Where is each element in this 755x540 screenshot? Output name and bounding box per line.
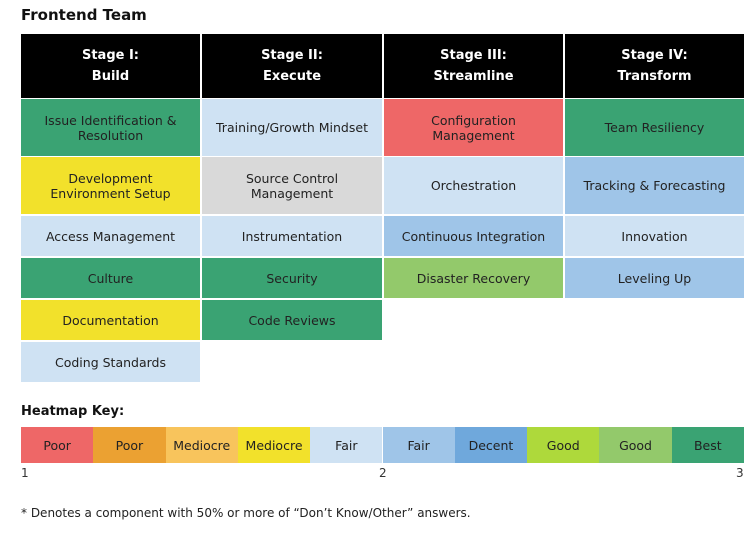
component-cell: Disaster Recovery <box>384 258 563 298</box>
scale-tick-mid: 2 <box>379 466 387 480</box>
key-swatch: Mediocre <box>165 427 238 463</box>
component-cell: Access Management <box>21 216 200 256</box>
key-swatch: Decent <box>454 427 528 463</box>
component-cell: Team Resiliency <box>565 99 744 156</box>
stage-name: Build <box>91 69 130 84</box>
component-cell: Issue Identification & Resolution <box>21 99 200 156</box>
component-cell: Continuous Integration <box>384 216 563 256</box>
key-swatch: Fair <box>310 427 383 463</box>
component-cell: Security <box>202 258 382 298</box>
stage-number: Stage IV: <box>621 48 688 63</box>
stage-header-build: Stage I: Build <box>21 34 200 98</box>
component-cell: Leveling Up <box>565 258 744 298</box>
component-cell: Training/Growth Mindset <box>202 99 382 156</box>
key-swatch: Poor <box>21 427 94 463</box>
key-swatch: Mediocre <box>237 427 311 463</box>
component-cell: Orchestration <box>384 157 563 214</box>
component-cell: Culture <box>21 258 200 298</box>
component-cell: Code Reviews <box>202 300 382 340</box>
scale-tick-min: 1 <box>21 466 29 480</box>
stage-header-streamline: Stage III: Streamline <box>384 34 563 98</box>
footnote: * Denotes a component with 50% or more o… <box>21 506 471 520</box>
page-title: Frontend Team <box>21 6 147 24</box>
component-cell: Innovation <box>565 216 744 256</box>
component-cell: Development Environment Setup <box>21 157 200 214</box>
stage-header-execute: Stage II: Execute <box>202 34 382 98</box>
key-swatch: Good <box>599 427 672 463</box>
heatmap-key-title: Heatmap Key: <box>21 404 125 419</box>
stage-number: Stage II: <box>261 48 323 63</box>
stage-header-transform: Stage IV: Transform <box>565 34 744 98</box>
stage-number: Stage I: <box>81 48 140 63</box>
stage-number: Stage III: <box>440 48 507 63</box>
component-cell: Coding Standards <box>21 342 200 382</box>
stage-name: Transform <box>617 69 692 84</box>
component-cell: Tracking & Forecasting <box>565 157 744 214</box>
component-cell: Configuration Management <box>384 99 563 156</box>
component-cell: Documentation <box>21 300 200 340</box>
key-swatch: Fair <box>382 427 455 463</box>
stage-name: Execute <box>262 69 322 84</box>
key-swatch: Good <box>527 427 600 463</box>
component-cell: Instrumentation <box>202 216 382 256</box>
scale-tick-max: 3 <box>736 466 744 480</box>
stage-name: Streamline <box>433 69 514 84</box>
component-cell: Source Control Management <box>202 157 382 214</box>
key-swatch: Poor <box>93 427 166 463</box>
key-swatch: Best <box>671 427 744 463</box>
